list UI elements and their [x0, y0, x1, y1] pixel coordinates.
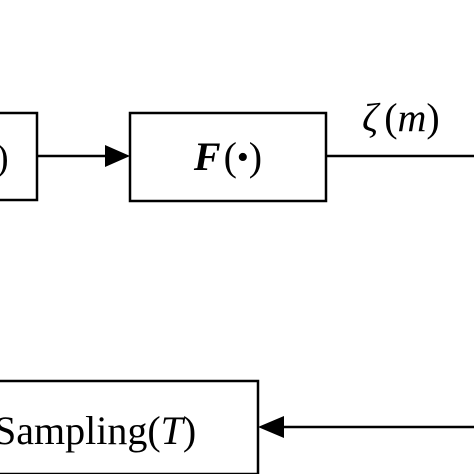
- f-block: F(•): [128, 111, 328, 203]
- arrow-left-to-f-head: [105, 145, 130, 167]
- f-block-close-paren: ): [249, 134, 262, 179]
- zeta-open-paren: (: [384, 95, 397, 140]
- sampling-block-box: [0, 379, 260, 474]
- sampling-block-label: Sampling(T): [0, 408, 196, 453]
- f-block-dot: •: [237, 139, 249, 176]
- zeta-var: m: [398, 95, 427, 140]
- zeta-close-paren: ): [426, 95, 439, 140]
- zeta-symbol: ζ: [362, 95, 381, 140]
- f-block-label: F(•): [193, 134, 262, 179]
- sampling-word: Sampling: [0, 408, 147, 453]
- f-block-open-paren: (: [224, 134, 237, 179]
- sampling-var: T: [161, 408, 186, 453]
- sampling-close-paren: ): [183, 408, 196, 453]
- f-block-func: F: [193, 134, 221, 179]
- arrow-into-sampling-head: [258, 416, 284, 438]
- sampling-open-paren: (: [147, 408, 160, 453]
- arrow-left-to-f: [37, 145, 130, 167]
- left-block: ): [0, 111, 39, 202]
- zeta-label: ζ(m): [362, 95, 440, 140]
- left-block-label: ): [0, 137, 9, 179]
- sampling-block: Sampling(T): [0, 379, 260, 474]
- arrow-into-sampling: [258, 416, 474, 438]
